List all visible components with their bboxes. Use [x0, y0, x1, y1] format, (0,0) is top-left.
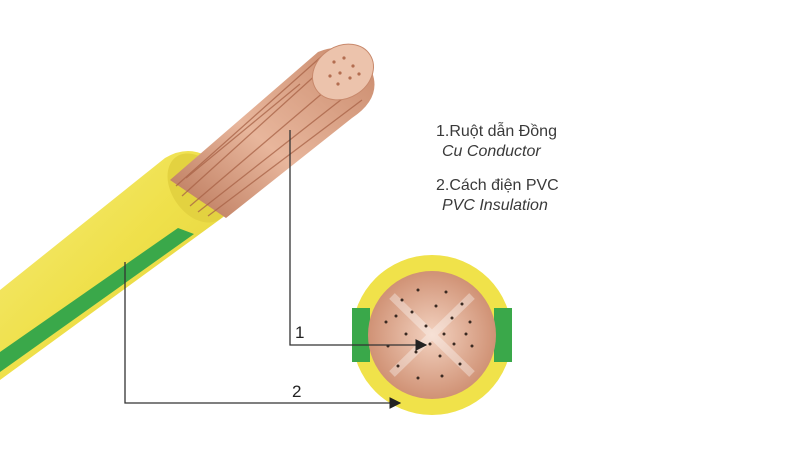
leader-line-conductor	[289, 130, 428, 351]
legend-label-vi: 2.Cách điện PVC	[436, 177, 559, 194]
legend-label-en: PVC Insulation	[442, 197, 548, 214]
callout-number-insulation: 2	[292, 382, 301, 401]
legend-label-vi: 1.Ruột dẫn Đồng	[436, 123, 557, 140]
legend-item-conductor: 1.Ruột dẫn Đồng Cu Conductor	[436, 122, 559, 162]
legend-label-en: Cu Conductor	[442, 143, 541, 160]
cable-cross-section	[352, 255, 512, 415]
leader-line-insulation	[124, 262, 402, 409]
callout-number-conductor: 1	[295, 323, 304, 342]
legend: 1.Ruột dẫn Đồng Cu Conductor 2.Cách điện…	[436, 122, 559, 230]
legend-item-insulation: 2.Cách điện PVC PVC Insulation	[436, 176, 559, 216]
copper-conductor	[170, 43, 375, 218]
